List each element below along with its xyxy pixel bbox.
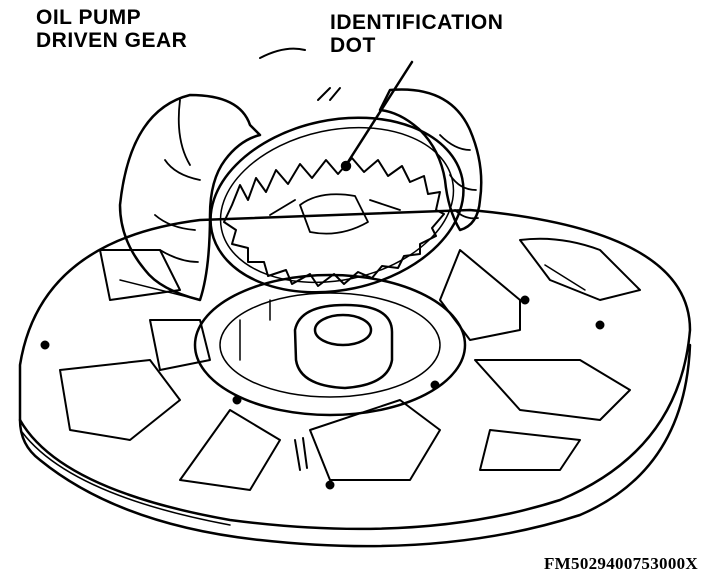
- pump-body-plate: [18, 208, 692, 548]
- driven-gear: [209, 116, 465, 294]
- oil-pump-driven-gear-label: OIL PUMP DRIVEN GEAR: [36, 6, 187, 52]
- identification-dot-label: IDENTIFICATION DOT: [330, 11, 503, 57]
- oil-pump-label-line1: OIL PUMP: [36, 6, 142, 29]
- identification-dot-marker: [340, 160, 352, 172]
- fluid-passages: [40, 237, 641, 491]
- figure-code: FM5029400753000X: [543, 554, 698, 573]
- id-dot-leader-line: [346, 60, 414, 164]
- id-dot-label-line2: DOT: [330, 34, 376, 57]
- hands: [118, 47, 483, 302]
- oil-pump-label-line2: DRIVEN GEAR: [36, 29, 188, 52]
- id-dot-label-line1: IDENTIFICATION: [330, 11, 504, 34]
